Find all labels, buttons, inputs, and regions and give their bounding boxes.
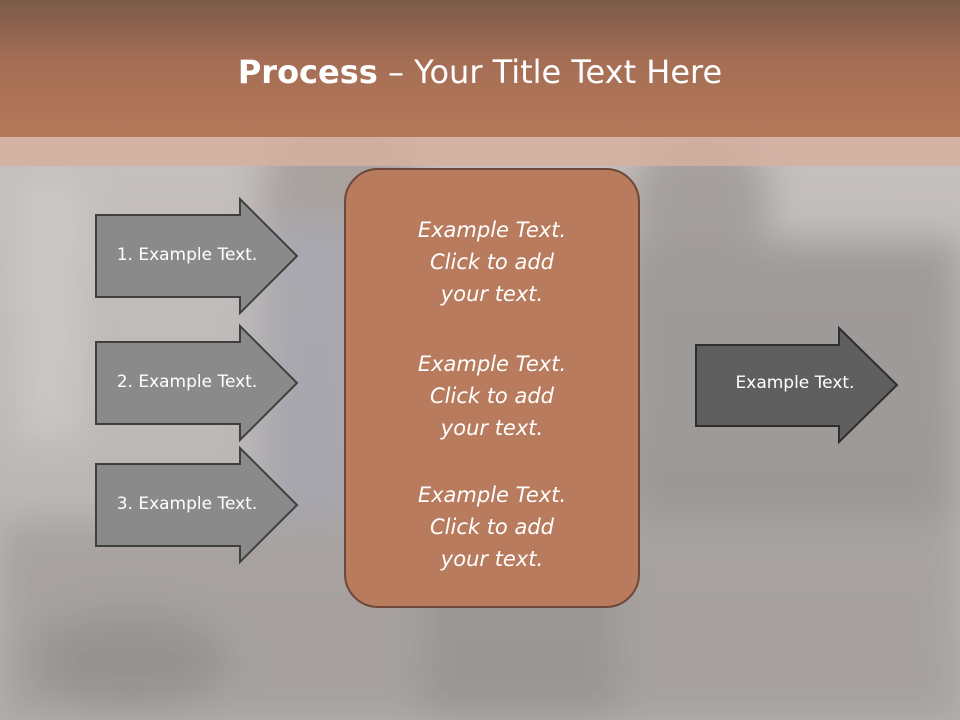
paragraph-line: your text.: [440, 547, 544, 571]
output-arrow[interactable]: [695, 325, 899, 445]
paragraph-line: your text.: [440, 416, 544, 440]
paragraph-line: Example Text.: [417, 483, 567, 507]
process-paragraph-1[interactable]: Example Text. Click to add your text.: [346, 214, 638, 310]
slide-title[interactable]: Process – Your Title Text Here: [0, 53, 960, 91]
paragraph-line: Click to add: [429, 250, 554, 274]
paragraph-line: Click to add: [429, 515, 554, 539]
input-arrow-1[interactable]: [95, 196, 299, 316]
title-dash: –: [377, 53, 415, 91]
input-arrow-2[interactable]: [95, 323, 299, 443]
paragraph-line: Example Text.: [417, 352, 567, 376]
input-arrow-3[interactable]: [95, 445, 299, 565]
process-box[interactable]: Example Text. Click to add your text. Ex…: [344, 168, 640, 608]
paragraph-line: your text.: [440, 282, 544, 306]
paragraph-line: Example Text.: [417, 218, 567, 242]
input-arrow-3-label: 3. Example Text.: [116, 494, 258, 514]
output-arrow-label: Example Text.: [735, 373, 855, 393]
paragraph-line: Click to add: [429, 384, 554, 408]
process-paragraph-2[interactable]: Example Text. Click to add your text.: [346, 348, 638, 444]
title-bold: Process: [237, 53, 378, 91]
process-paragraph-3[interactable]: Example Text. Click to add your text.: [346, 479, 638, 575]
input-arrow-1-label: 1. Example Text.: [116, 245, 258, 265]
input-arrow-2-label: 2. Example Text.: [116, 372, 258, 392]
header-bar: [0, 0, 960, 137]
header-strip: [0, 137, 960, 166]
title-rest: Your Title Text Here: [414, 53, 723, 91]
